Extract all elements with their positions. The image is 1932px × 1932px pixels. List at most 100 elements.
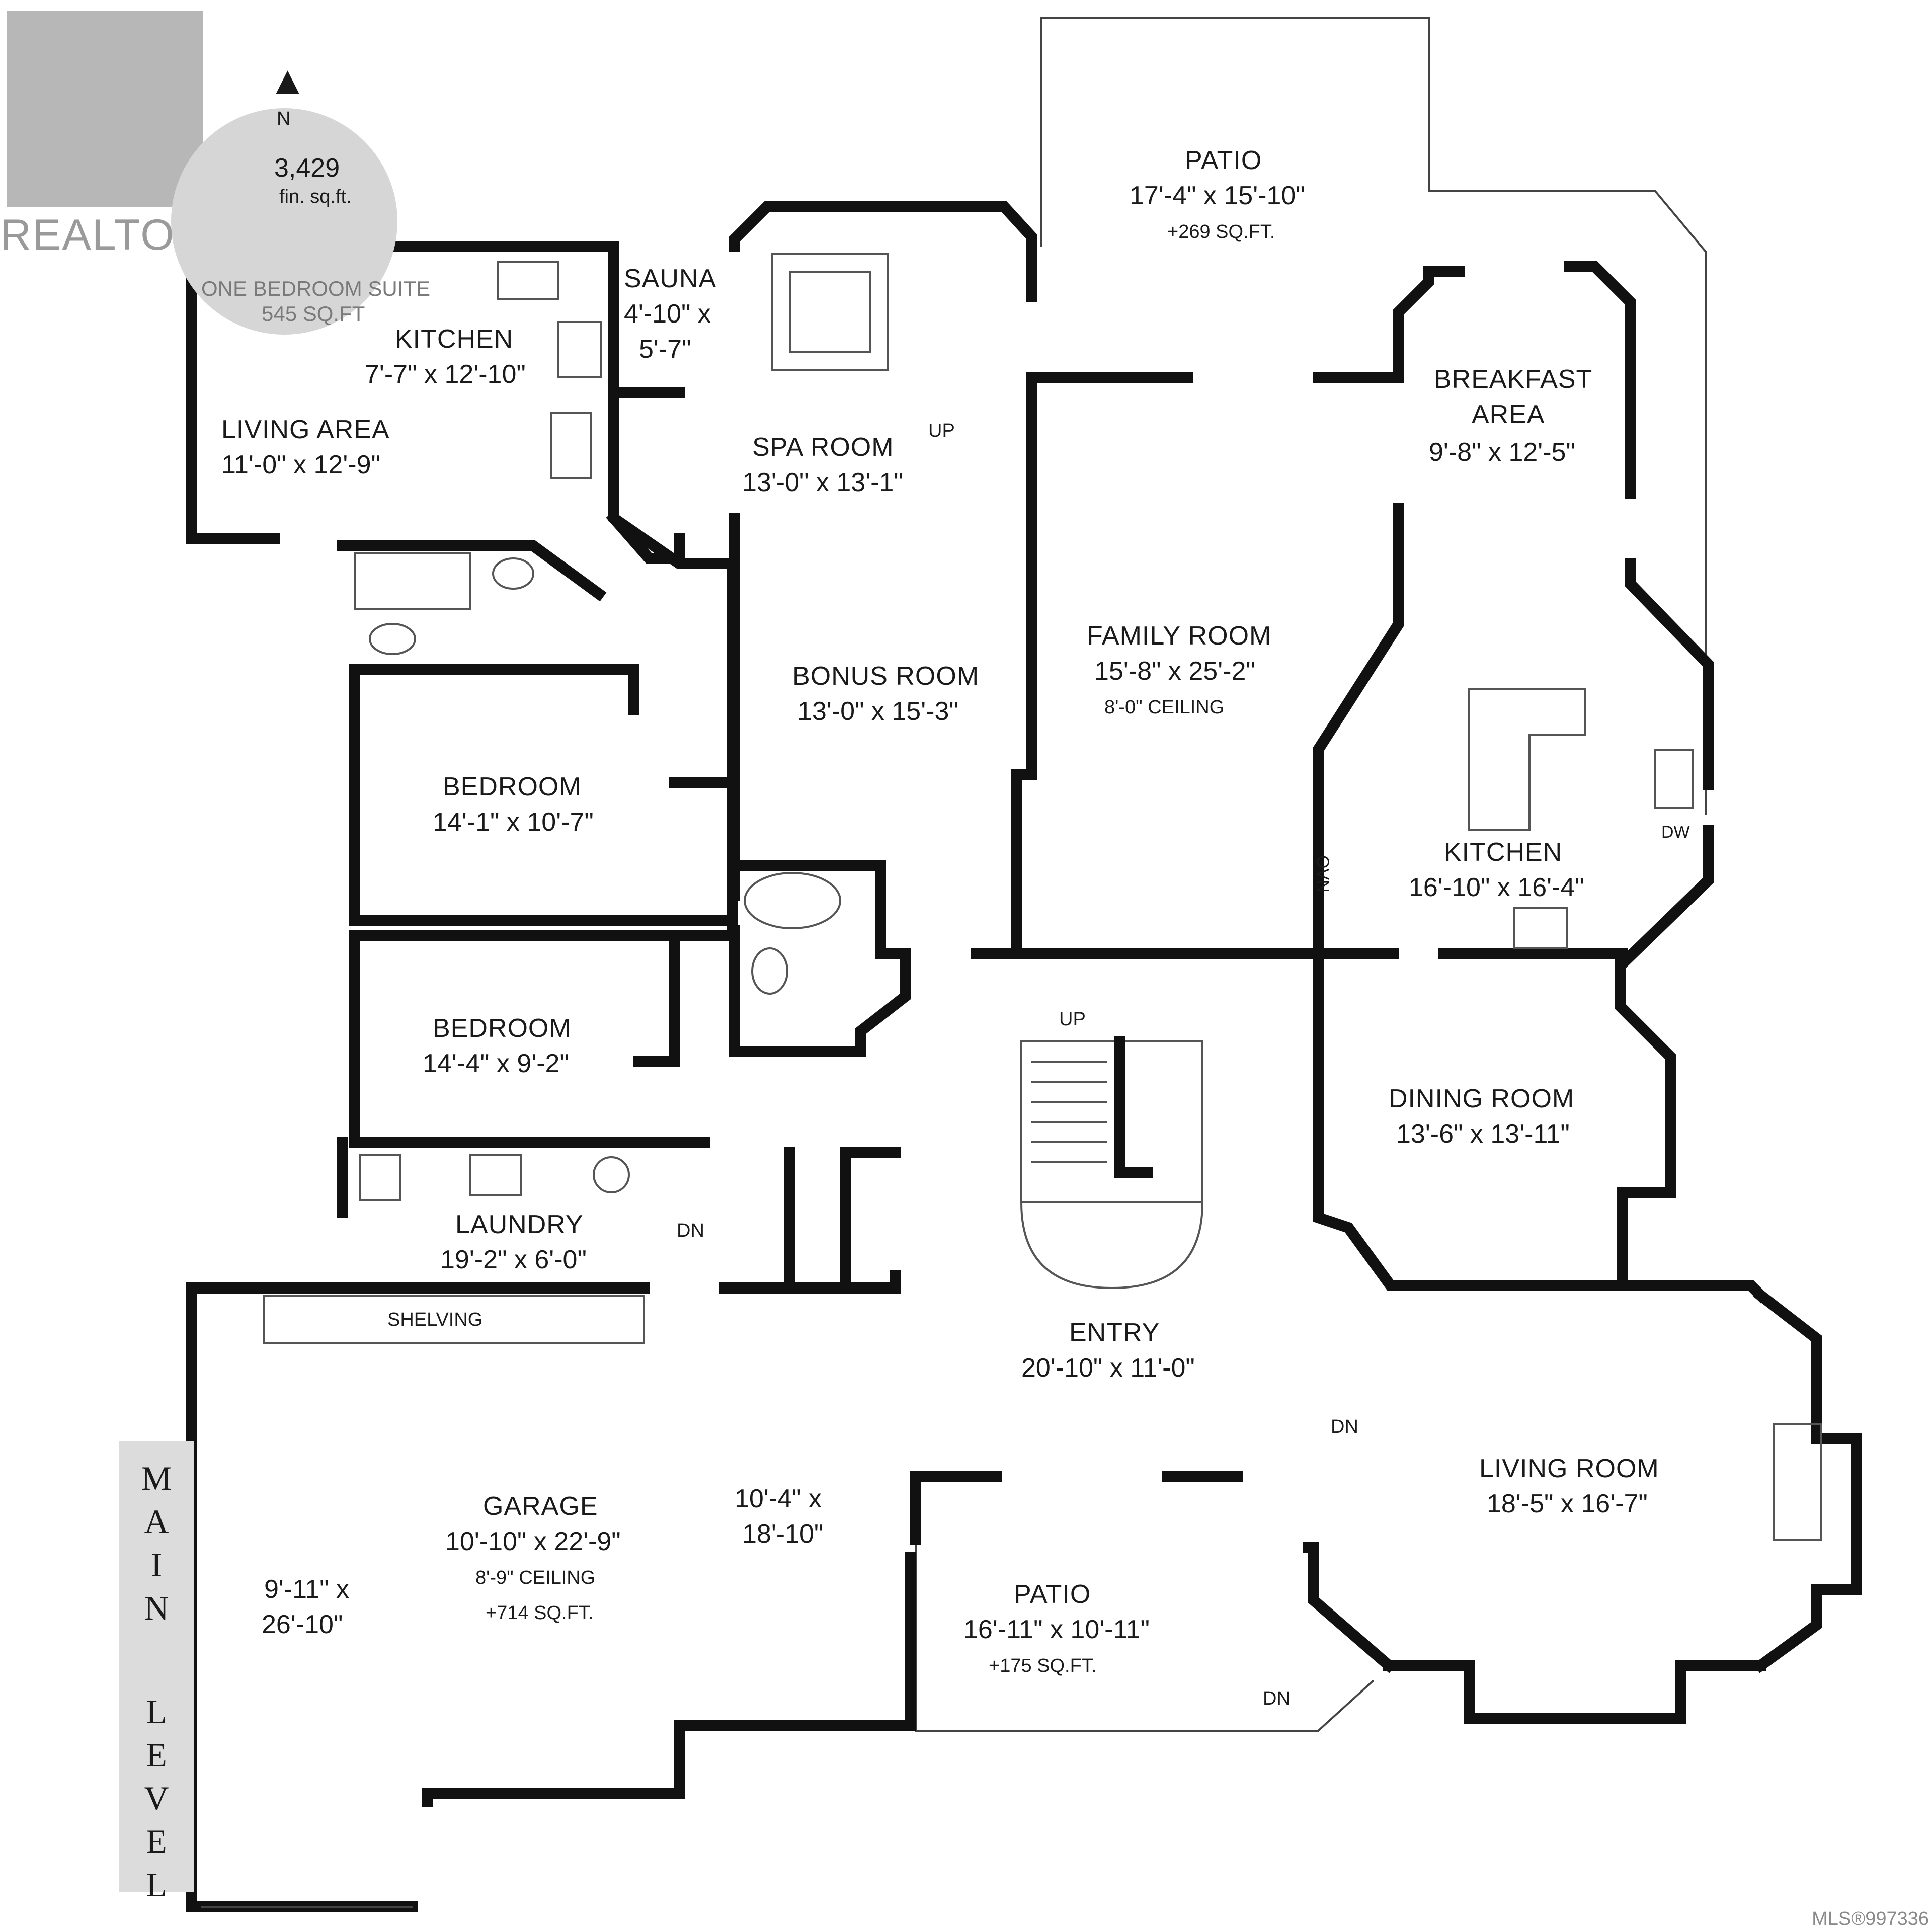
level-letter: A — [144, 1502, 169, 1541]
suite-area: 545 SQ.FT — [262, 302, 365, 326]
family-wall-left — [1011, 372, 1037, 959]
laundry-name: LAUNDRY — [455, 1210, 584, 1239]
total-area: 3,429 — [274, 153, 340, 183]
suite-sink — [497, 261, 559, 300]
level-letter: L — [146, 1693, 167, 1731]
suite-fridge — [550, 412, 592, 479]
bath1-sink — [492, 557, 534, 590]
stair-wall — [1114, 1036, 1153, 1178]
family-dims: 15'-8" x 25'-2" — [1094, 657, 1255, 686]
sauna-dims-1: 4'-10" x — [624, 299, 711, 329]
suite-living-name: LIVING AREA — [221, 415, 390, 444]
dining-wall-east — [1615, 948, 1676, 1289]
staircase — [1020, 1040, 1203, 1203]
bonus-dims: 13'-0" x 15'-3" — [797, 697, 958, 726]
patio-bottom-dims: 16'-11" x 10'-11" — [963, 1615, 1150, 1644]
bedroom1-wall-top — [349, 664, 639, 715]
bath1-toilet — [369, 623, 416, 655]
living-wall-west — [1303, 1542, 1397, 1673]
living-wall-top — [1617, 1280, 1769, 1304]
spa-wall — [729, 201, 1037, 302]
entry-dn-label: DN — [1331, 1416, 1358, 1437]
garage-left-dims-2: 26'-10" — [262, 1610, 343, 1639]
family-name: FAMILY ROOM — [1087, 621, 1272, 651]
kitchen-stove — [1513, 907, 1568, 949]
sauna-name: SAUNA — [624, 264, 717, 293]
sauna-dims-2: 5'-7" — [639, 335, 691, 364]
bedroom2-closet — [633, 930, 680, 1067]
living-wall — [1753, 1287, 1862, 1673]
spa-hot-tub — [771, 253, 889, 371]
suite-kitchen-dims: 7'-7" x 12'-10" — [365, 360, 526, 389]
spa-dims: 13'-0" x 13'-1" — [742, 468, 903, 497]
kitchen-name: KITCHEN — [1444, 838, 1563, 867]
bath2-toilet — [751, 947, 788, 995]
family-extra: 8'-0" CEILING — [1104, 697, 1225, 718]
bedroom1-wall — [349, 664, 738, 926]
patio-top-dims: 17'-4" x 15'-10" — [1130, 181, 1305, 210]
level-letter: E — [146, 1736, 167, 1774]
bath-wall — [729, 925, 911, 1057]
realtor-r-mark — [7, 11, 203, 207]
garage-wall-east — [422, 1552, 916, 1807]
bedroom2-name: BEDROOM — [433, 1014, 572, 1043]
staircase-curve — [1020, 1202, 1203, 1290]
bedroom1-dims: 14'-1" x 10'-7" — [433, 808, 594, 837]
garage-right-dims-2: 18'-10" — [742, 1519, 824, 1549]
garage-dims: 10'-10" x 22'-9" — [445, 1527, 621, 1556]
laundry-sink — [469, 1154, 522, 1196]
dining-dims: 13'-6" x 13'-11" — [1396, 1119, 1570, 1149]
shelving-label: SHELVING — [387, 1309, 483, 1330]
living-dims: 18'-5" x 16'-7" — [1487, 1489, 1648, 1518]
laundry-dims: 19'-2" x 6'-0" — [440, 1245, 587, 1274]
dining-wall — [1313, 948, 1397, 1291]
garage-wall — [186, 1282, 650, 1912]
oven-label: OVN — [1313, 855, 1332, 893]
suite-wall-bottom2 — [337, 540, 607, 602]
bonus-wall — [729, 860, 911, 959]
dishwasher-label: DW — [1661, 823, 1690, 842]
dining-name: DINING ROOM — [1389, 1084, 1575, 1113]
bonus-name: BONUS ROOM — [792, 662, 980, 691]
north-label: N — [277, 108, 291, 129]
garage-right-dims-1: 10'-4" x — [735, 1484, 822, 1513]
kitchen-sink — [1654, 749, 1694, 809]
breakfast-name-1: BREAKFAST — [1434, 365, 1593, 394]
kitchen-island — [1468, 688, 1586, 831]
patio-bottom-extra: +175 SQ.FT. — [989, 1655, 1097, 1676]
patio-top-name: PATIO — [1185, 146, 1262, 175]
level-letter: V — [144, 1779, 169, 1817]
patio-dn-label: DN — [1263, 1688, 1291, 1709]
stair-treads — [1031, 1061, 1107, 1163]
entry-name: ENTRY — [1069, 1318, 1160, 1347]
shelving-unit — [263, 1295, 645, 1344]
patio-bottom-name: PATIO — [1014, 1580, 1091, 1609]
bedroom2-wall2 — [349, 930, 710, 1148]
bedroom1-name: BEDROOM — [443, 772, 582, 801]
suite-living-dims: 11'-0" x 12'-9" — [221, 450, 380, 479]
spa-hot-tub-inner — [789, 271, 871, 353]
garage-extra-1: 8'-9" CEILING — [475, 1567, 596, 1588]
bath1-tub — [354, 552, 471, 610]
garage-left-dims-1: 9'-11" x — [264, 1575, 350, 1604]
kitchen-wall-west — [1313, 503, 1404, 959]
kitchen-dims: 16'-10" x 16'-4" — [1409, 873, 1584, 902]
suite-kitchen-name: KITCHEN — [395, 325, 514, 354]
level-letter: E — [146, 1822, 167, 1861]
area-badge — [171, 108, 397, 335]
breakfast-dims: 9'-8" x 12'-5" — [1429, 438, 1575, 467]
bedroom2-dims: 14'-4" x 9'-2" — [423, 1049, 569, 1078]
level-letter: N — [144, 1589, 169, 1627]
breakfast-wall2 — [1564, 261, 1636, 499]
north-arrow-icon: ▲ — [268, 58, 308, 103]
entry-patio-wall-left — [910, 1471, 1002, 1545]
stair-up-label: UP — [1059, 1009, 1086, 1030]
laundry-washer — [359, 1154, 401, 1201]
breakfast-name-2: AREA — [1472, 400, 1545, 429]
breakfast-wall3 — [1625, 558, 1714, 790]
spa-up-label: UP — [928, 420, 955, 441]
patio-top-extra: +269 SQ.FT. — [1167, 221, 1275, 243]
living-wall-south — [1383, 1660, 1766, 1724]
total-area-unit: fin. sq.ft. — [279, 186, 352, 207]
